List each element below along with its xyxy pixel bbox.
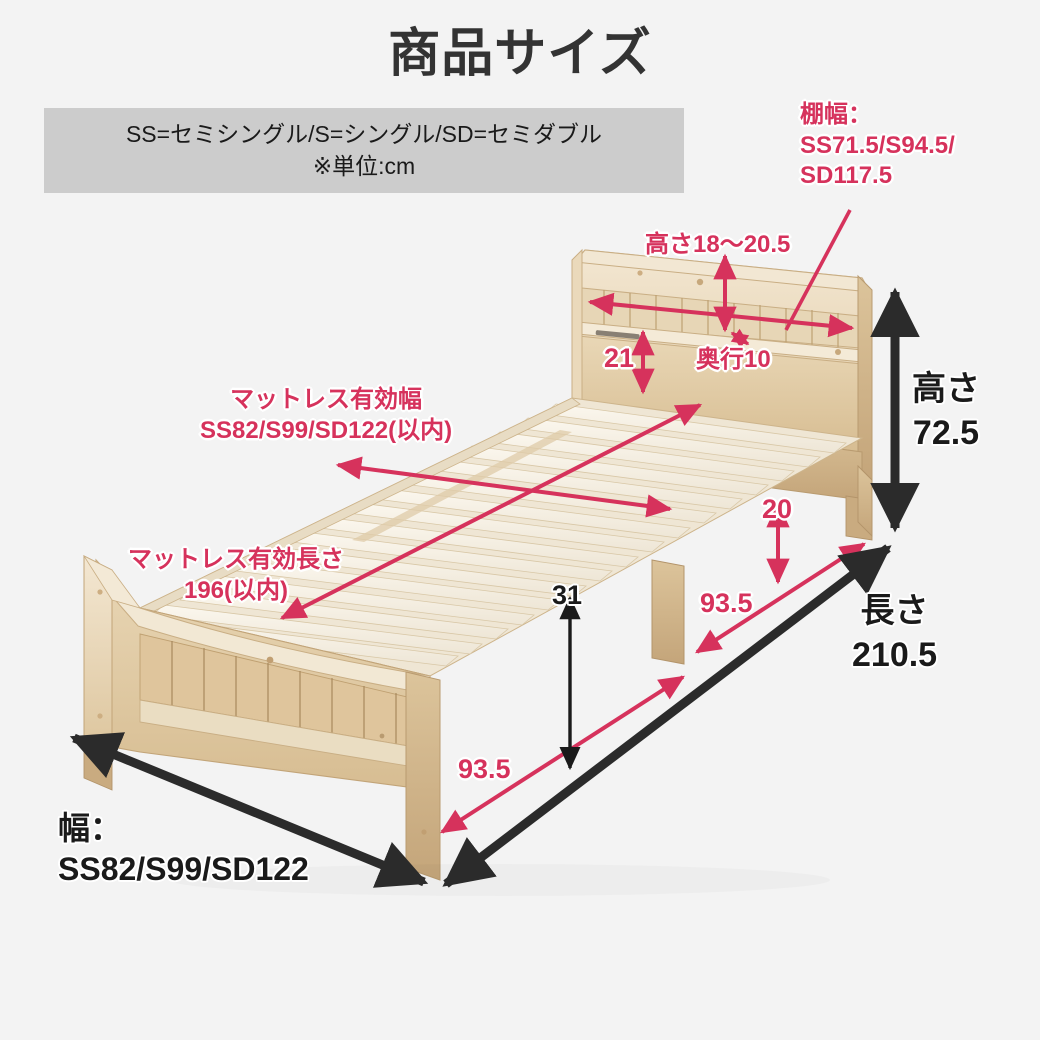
label-mattress-width-line2: SS82/S99/SD122(以内) xyxy=(200,416,453,444)
page-title: 商品サイズ xyxy=(388,25,652,83)
legend-line-abbreviations: SS=セミシングル/S=シングル/SD=セミダブル xyxy=(125,121,603,148)
label-total-width-line1: 幅： xyxy=(58,810,123,846)
label-mattress-width: マットレス有効幅 SS82/S99/SD122(以内) xyxy=(200,385,452,446)
label-total-length: 長さ 210.5 xyxy=(852,590,937,677)
label-shelf-height: 高さ18〜20.5 xyxy=(645,231,791,258)
label-total-width: 幅： SS82/S99/SD122 xyxy=(58,808,309,890)
label-total-height: 高さ 72.5 xyxy=(912,368,980,455)
label-total-height-line1: 高さ xyxy=(912,370,980,408)
arrow-shelf-depth xyxy=(730,328,750,349)
label-total-height-line2: 72.5 xyxy=(912,413,980,452)
legend-line-unit: ※単位:cm xyxy=(312,152,416,179)
size-legend-box: SS=セミシングル/S=シングル/SD=セミダブル ※単位:cm xyxy=(44,108,684,193)
label-mattress-length-line1: マットレス有効長さ xyxy=(128,546,344,573)
label-headboard-inner-height: 21 xyxy=(604,343,635,373)
label-under-bed-clearance: 31 xyxy=(552,580,583,610)
label-mattress-length: マットレス有効長さ 196(以内) xyxy=(128,545,344,606)
label-rail-height: 20 xyxy=(762,494,793,524)
arrow-total-width xyxy=(69,732,429,888)
label-mattress-width-line1: マットレス有効幅 xyxy=(230,386,423,413)
arrow-total-length xyxy=(442,544,892,888)
label-total-length-line2: 210.5 xyxy=(852,635,938,674)
label-shelf-width: 棚幅： SS71.5/S94.5/ SD117.5 xyxy=(800,100,955,192)
label-shelf-width-line3: SD117.5 xyxy=(800,162,893,190)
label-shelf-width-line2: SS71.5/S94.5/ xyxy=(800,131,955,159)
label-shelf-depth: 奥行10 xyxy=(696,346,771,373)
label-legspan-right: 93.5 xyxy=(700,588,753,618)
leader-shelf-width xyxy=(784,209,852,331)
label-total-width-line2: SS82/S99/SD122 xyxy=(58,850,309,887)
label-mattress-length-line2: 196(以内) xyxy=(183,576,289,604)
label-legspan-front: 93.5 xyxy=(458,754,511,784)
arrow-mattress-length xyxy=(279,403,703,620)
label-shelf-width-line1: 棚幅： xyxy=(800,101,872,128)
label-total-length-line1: 長さ xyxy=(860,592,929,630)
